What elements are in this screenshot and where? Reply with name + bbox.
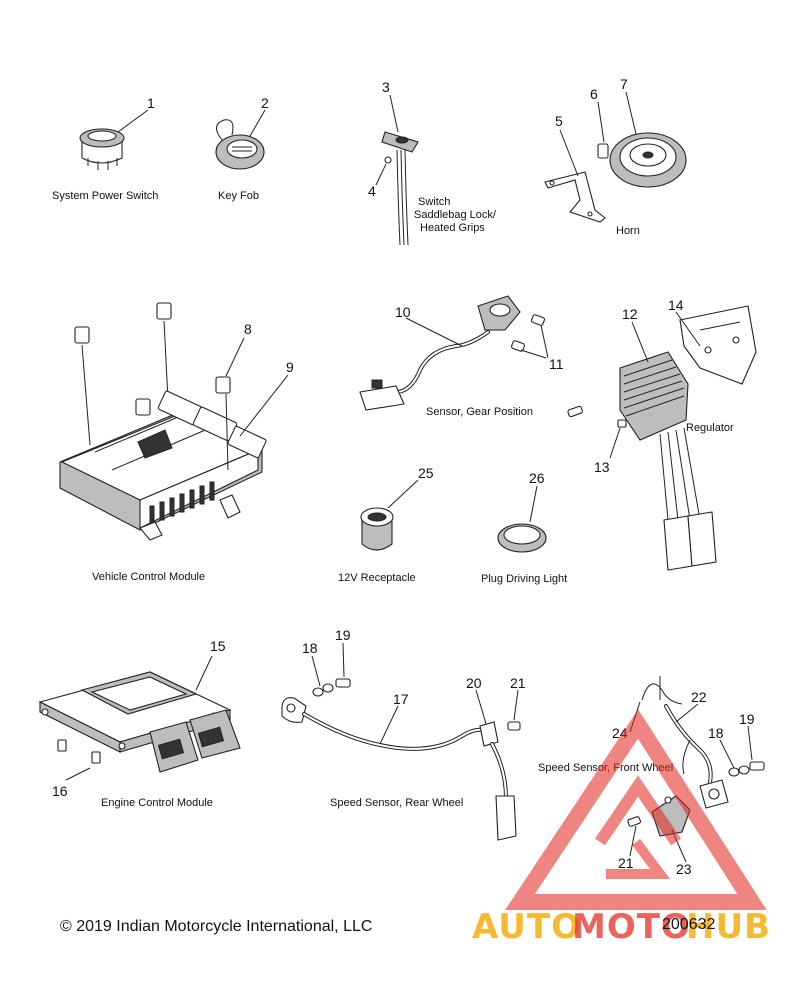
callout-14: 14 xyxy=(668,297,684,313)
gear-position-sensor-part xyxy=(359,295,549,411)
label-engine-control-module: Engine Control Module xyxy=(101,797,213,809)
callout-19a: 19 xyxy=(335,627,351,643)
label-switch-line3: Heated Grips xyxy=(420,222,485,234)
callout-25: 25 xyxy=(418,465,434,481)
label-speed-sensor-rear: Speed Sensor, Rear Wheel xyxy=(330,797,463,809)
label-horn: Horn xyxy=(616,225,640,237)
callout-19b: 19 xyxy=(739,711,755,727)
system-power-switch-part xyxy=(79,109,149,170)
horn-part xyxy=(544,91,687,223)
receptacle-part xyxy=(360,479,419,551)
copyright-text: © 2019 Indian Motorcycle International, … xyxy=(60,918,372,935)
callout-18a: 18 xyxy=(302,640,318,656)
callout-23: 23 xyxy=(676,861,692,877)
label-sensor-gear-position: Sensor, Gear Position xyxy=(426,406,533,418)
plug-driving-light-part xyxy=(497,485,547,553)
callout-13: 13 xyxy=(594,459,610,475)
label-system-power-switch: System Power Switch xyxy=(52,190,158,202)
callout-10: 10 xyxy=(395,304,411,320)
label-vehicle-control-module: Vehicle Control Module xyxy=(92,571,205,583)
callout-16: 16 xyxy=(52,783,68,799)
label-switch-line1: Switch xyxy=(418,196,450,208)
key-fob-part xyxy=(215,109,266,170)
label-plug-driving-light: Plug Driving Light xyxy=(481,573,567,585)
label-12v-receptacle: 12V Receptacle xyxy=(338,572,416,584)
callout-9: 9 xyxy=(286,359,294,375)
callout-8: 8 xyxy=(244,321,252,337)
rear-speed-sensor-part xyxy=(281,642,521,841)
vehicle-control-module-part xyxy=(59,302,289,541)
watermark-text-auto: AUTO xyxy=(472,907,581,947)
callout-22: 22 xyxy=(691,689,707,705)
callout-6: 6 xyxy=(590,86,598,102)
callout-1: 1 xyxy=(147,95,155,111)
label-regulator: Regulator xyxy=(686,422,734,434)
callout-18b: 18 xyxy=(708,725,724,741)
vcm-fins xyxy=(149,481,215,525)
callout-17: 17 xyxy=(393,691,409,707)
engine-control-module-part xyxy=(38,655,241,781)
callout-26: 26 xyxy=(529,470,545,486)
label-key-fob: Key Fob xyxy=(218,190,259,202)
regulator-fins xyxy=(623,359,685,417)
callout-7: 7 xyxy=(620,76,628,92)
watermark-text-moto: MOTO xyxy=(572,907,691,947)
callout-2: 2 xyxy=(261,95,269,111)
callout-12: 12 xyxy=(622,306,638,322)
callout-20: 20 xyxy=(466,675,482,691)
regulator-part xyxy=(567,305,757,571)
diagram-number: 200632 xyxy=(662,916,715,933)
callout-21b: 21 xyxy=(618,855,634,871)
watermark-text-hub: HUB xyxy=(686,907,771,947)
saddlebag-switch-part xyxy=(375,94,419,246)
watermark-logo xyxy=(505,709,767,910)
callout-15: 15 xyxy=(210,638,226,654)
callout-21a: 21 xyxy=(510,675,526,691)
callout-5: 5 xyxy=(555,113,563,129)
label-switch-line2: Saddlebag Lock/ xyxy=(414,209,497,221)
callout-3: 3 xyxy=(382,79,390,95)
callout-11: 11 xyxy=(549,356,564,372)
callout-4: 4 xyxy=(368,183,376,199)
